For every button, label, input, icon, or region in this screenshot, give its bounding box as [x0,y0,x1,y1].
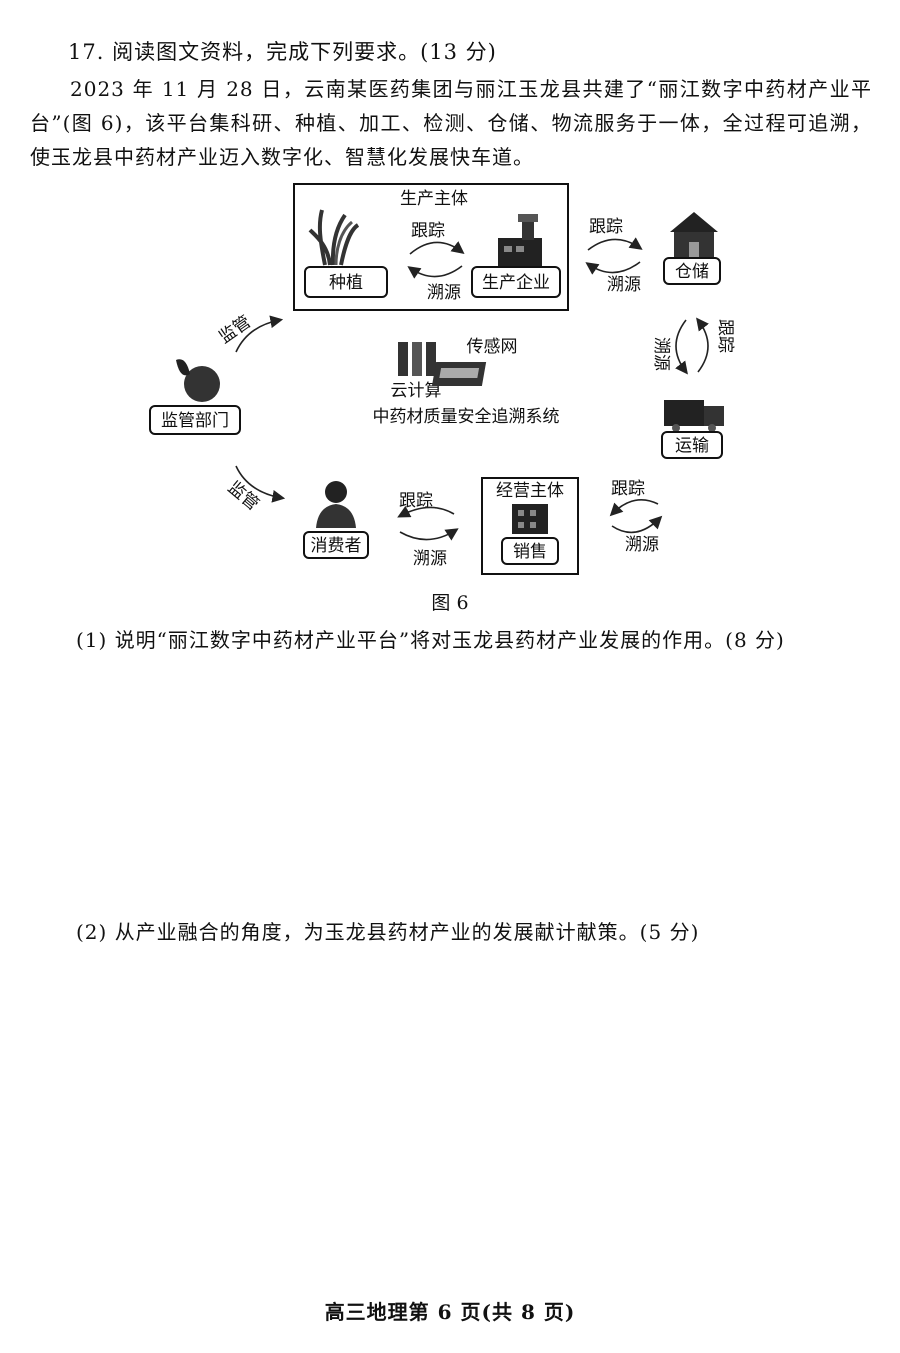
truck-icon [664,400,724,432]
figure-caption: 图 6 [431,592,469,614]
question-intro: 2023 年 11 月 28 日，云南某医药集团与丽江玉龙县共建了“丽江数字中药… [30,77,872,169]
supervise-label: 监管 [224,478,263,515]
planting-label: 种植 [329,273,363,293]
plant-icon [308,209,360,266]
regulator-box [149,405,241,435]
production-group-frame [293,183,569,311]
business-group-frame [481,477,579,575]
cloud-label: 云计算 [391,381,442,401]
consumer-label: 消费者 [311,536,362,556]
person-icon [316,481,356,528]
track-label: 跟踪 [715,319,735,353]
enterprise-box [471,266,561,298]
question-title: 17. 阅读图文资料，完成下列要求。(13 分) [68,40,497,64]
traceability-diagram: 生产主体 种植 生产企业 跟踪 溯源 仓储 跟踪 溯源 溯源 跟踪 [149,183,735,575]
sales-label: 销售 [513,542,547,562]
trace-label: 溯源 [413,549,447,569]
storage-box [663,257,721,285]
regulator-icon [176,359,220,402]
page-footer: 高三地理第 6 页(共 8 页) [324,1300,576,1324]
sensor-network-icon [431,362,487,386]
business-group-label: 经营主体 [496,481,564,501]
trace-label: 溯源 [607,275,641,295]
sensor-label: 传感网 [467,337,518,357]
track-label: 跟踪 [411,221,445,241]
track-label: 跟踪 [611,479,645,499]
trace-label: 溯源 [625,535,659,555]
factory-icon [498,214,542,268]
subquestion-2: (2) 从产业融合的角度，为玉龙县药材产业的发展献计献策。(5 分) [76,920,700,944]
regulator-label: 监管部门 [161,411,229,431]
planting-box [304,266,388,298]
system-label: 中药材质量安全追溯系统 [373,407,560,427]
track-label: 跟踪 [589,217,623,237]
transport-label: 运输 [675,436,709,456]
enterprise-label: 生产企业 [482,273,550,293]
warehouse-icon [670,212,718,258]
subquestion-1: (1) 说明“丽江数字中药材产业平台”将对玉龙县药材产业发展的作用。(8 分) [76,628,785,652]
storage-label: 仓储 [675,262,709,282]
sales-box [501,537,559,565]
cloud-computing-icon [398,342,436,376]
supervise-label: 监管 [215,312,254,348]
production-group-label: 生产主体 [400,189,468,209]
shop-icon [512,504,548,534]
consumer-box [303,531,369,559]
trace-label: 溯源 [651,337,671,371]
transport-box [661,431,723,459]
trace-label: 溯源 [427,283,461,303]
